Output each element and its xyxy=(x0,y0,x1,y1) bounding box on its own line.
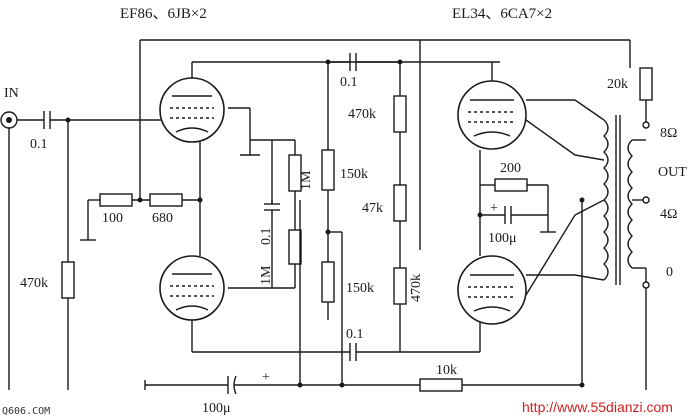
bottom-rail xyxy=(144,375,585,395)
divider-150k xyxy=(299,62,343,385)
ef86-loads xyxy=(228,107,302,289)
resistor-470k-in xyxy=(61,261,75,299)
r-470k-bottom-label: 470k xyxy=(409,274,424,302)
r-1m-top-label: 1M xyxy=(299,170,314,190)
plate-coupling-bottom xyxy=(192,300,481,361)
r-470k-top-label: 470k xyxy=(348,107,376,122)
in-label: IN xyxy=(4,86,19,101)
resistor-10k xyxy=(419,378,463,392)
c-top-label: 0.1 xyxy=(340,75,358,90)
resistor-470k-top xyxy=(393,95,407,133)
c-mid-label: 0.1 xyxy=(259,228,274,246)
watermark-right: http://www.55dianzi.com xyxy=(522,399,673,415)
plate-coupling-top xyxy=(325,53,500,352)
tap-8-label: 8Ω xyxy=(660,126,677,141)
out-label: OUT xyxy=(658,165,687,180)
terminal-0 xyxy=(642,281,650,289)
r-150k-top-label: 150k xyxy=(340,167,368,182)
top-rail xyxy=(139,39,631,250)
resistor-470k-bottom xyxy=(393,267,407,305)
output-terminals xyxy=(642,121,650,289)
output-transformer xyxy=(525,99,647,390)
left-tube-header: EF86、6JB×2 xyxy=(120,6,207,22)
feedback-20k xyxy=(639,67,653,125)
resistor-200 xyxy=(494,178,528,192)
resistor-100 xyxy=(99,193,133,207)
r-200-label: 200 xyxy=(500,161,521,176)
ef86-tube-top xyxy=(159,61,400,143)
input-terminal xyxy=(0,111,18,390)
watermark-left: Q606.COM xyxy=(2,406,50,417)
el34-tube-top xyxy=(457,62,527,150)
r-10k-label: 10k xyxy=(436,363,457,378)
r-100-label: 100 xyxy=(102,211,123,226)
tap-4-label: 4Ω xyxy=(660,207,677,222)
plus-bottom-label: + xyxy=(262,370,270,385)
c-in-label: 0.1 xyxy=(30,137,48,152)
r-1m-left-label: 1M xyxy=(259,265,274,285)
resistor-47k xyxy=(393,184,407,222)
resistor-1m-bottom xyxy=(288,229,302,265)
c-100u-bottom-label: 100μ xyxy=(202,401,231,416)
terminal-4ohm xyxy=(642,196,650,204)
r-grid-in-label: 470k xyxy=(20,276,48,291)
r-150k-bot-label: 150k xyxy=(346,281,374,296)
r-47k-label: 47k xyxy=(362,201,383,216)
resistor-150k-top xyxy=(321,149,335,191)
el34-cathode-network xyxy=(477,150,556,256)
resistor-150k-bottom xyxy=(321,261,335,303)
r-680-label: 680 xyxy=(152,211,173,226)
tap-0-label: 0 xyxy=(666,265,673,280)
input-line xyxy=(17,111,165,390)
c-100u-mid-label: 100μ xyxy=(488,231,517,246)
right-tube-header: EL34、6CA7×2 xyxy=(452,6,552,22)
resistor-20k xyxy=(639,67,653,101)
el34-tube-bottom xyxy=(457,255,527,325)
r-20k-label: 20k xyxy=(607,77,628,92)
cathode-network xyxy=(80,142,203,256)
plus-mid-label: + xyxy=(490,201,498,216)
terminal-8ohm xyxy=(642,121,650,129)
resistor-680 xyxy=(149,193,183,207)
ef86-tube-bottom xyxy=(159,255,225,352)
c-bottom-label: 0.1 xyxy=(346,327,364,342)
